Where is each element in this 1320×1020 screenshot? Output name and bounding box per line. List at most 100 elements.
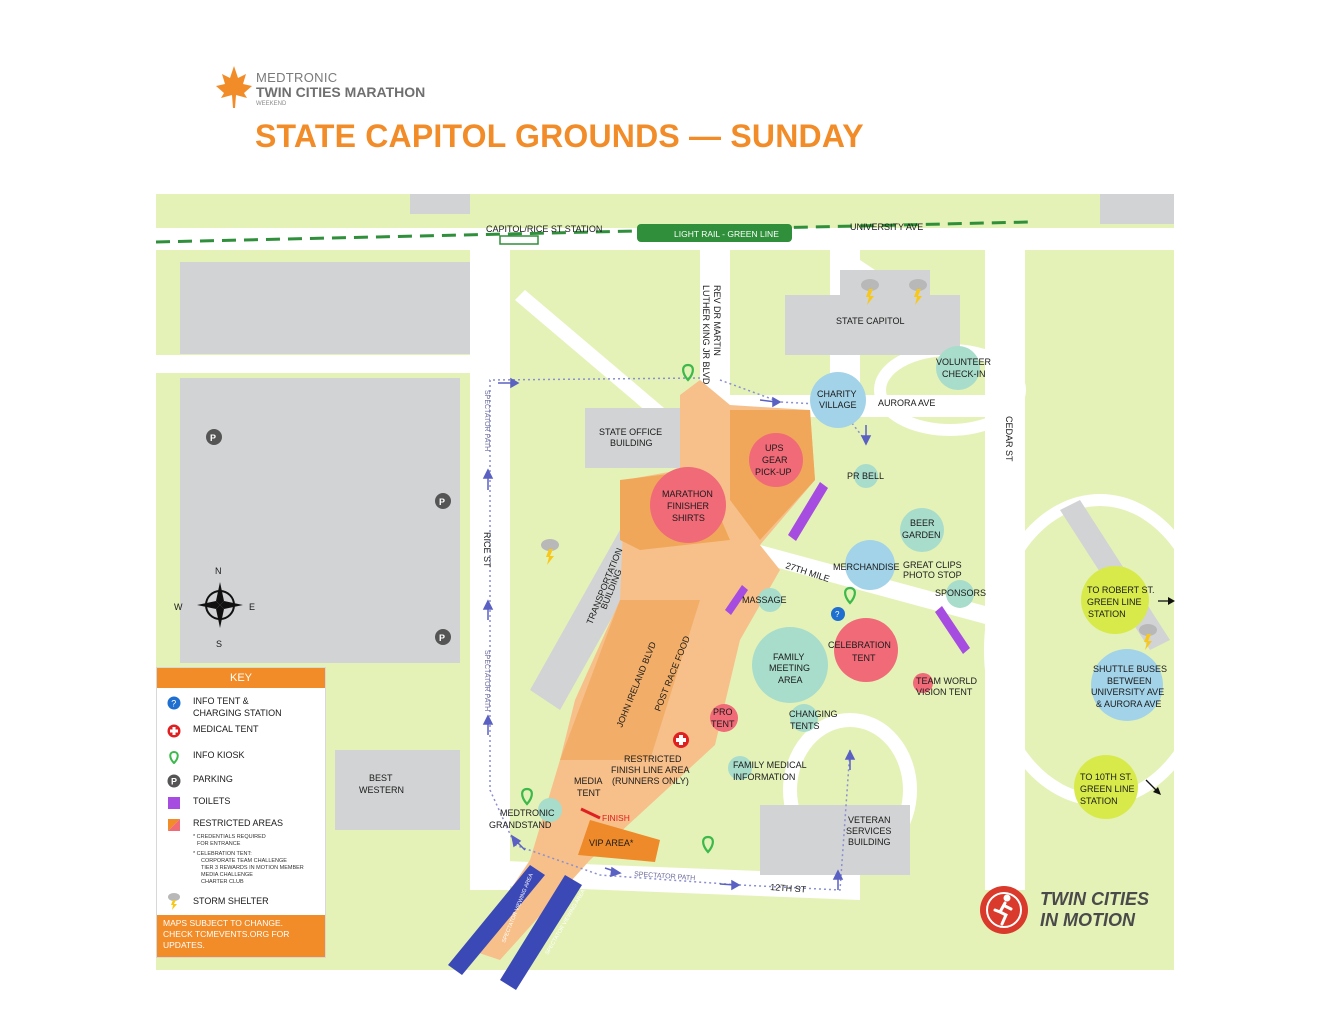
family-label-3: AREA <box>778 675 803 685</box>
info-kiosk-icon <box>682 363 694 382</box>
key-note-6: MEDIA CHALLENGE <box>201 872 253 878</box>
mlk-road <box>700 250 730 410</box>
beer-label-2: GARDEN <box>902 530 941 540</box>
green-line-track <box>155 220 1031 244</box>
best-western-label-2: WESTERN <box>359 785 404 795</box>
storm-shelter-icon <box>1139 624 1157 650</box>
parking-icon <box>435 629 451 645</box>
family-med-label-1: FAMILY MEDICAL <box>733 760 807 770</box>
media-label-2: TENT <box>577 788 601 798</box>
arrow-head <box>772 396 782 408</box>
arrow-head <box>731 879 741 891</box>
logo-line3: WEEKEND <box>256 101 287 107</box>
key-info-tent-label-2: CHARGING STATION <box>193 708 282 718</box>
info-tent-icon <box>831 607 845 621</box>
storm-shelters <box>541 279 1157 650</box>
diagonal-path <box>515 290 690 440</box>
capitol-station-label: CAPITOL/RICE ST STATION <box>486 224 602 234</box>
toilet-marker <box>935 606 970 654</box>
shuttle-label-1: SHUTTLE BUSES <box>1093 664 1167 674</box>
light-rail-badge <box>637 224 792 242</box>
tcm-line1: TWIN CITIES <box>1040 889 1149 909</box>
shuttle-label-2: BETWEEN <box>1107 676 1152 686</box>
info-kiosk-icon <box>844 586 856 605</box>
key-note-7: CHARTER CLUB <box>201 879 244 885</box>
key-note-5: TIER 3 REWARDS IN MOTION MEMBER <box>201 865 304 871</box>
restricted-label-3: (RUNNERS ONLY) <box>612 776 689 786</box>
arrow-head <box>844 749 856 760</box>
spectator-path-line <box>489 377 851 891</box>
parking-letter: P <box>210 433 216 443</box>
media-label-1: MEDIA <box>574 776 603 786</box>
grandstand-label-2: GRANDSTAND <box>489 820 552 830</box>
world-vision-circle <box>913 673 933 693</box>
state-office-building <box>585 408 680 468</box>
mlk-label-2: LUTHER KING JR BLVD <box>701 285 711 385</box>
building-northwest <box>180 262 470 354</box>
parking-letter: P <box>439 633 445 643</box>
best-western-label-1: BEST <box>369 773 393 783</box>
west-road <box>156 355 476 373</box>
family-label-2: MEETING <box>769 663 810 673</box>
finisher-label-3: SHIRTS <box>672 513 705 523</box>
celebration-label-1: CELEBRATION <box>828 640 891 650</box>
charity-label-1: CHARITY <box>817 389 857 399</box>
veteran-label-2: SERVICES <box>846 826 891 836</box>
state-capitol-label: STATE CAPITOL <box>836 316 905 326</box>
arrow-head <box>510 377 520 389</box>
tcm-text: TWIN CITIES IN MOTION <box>1040 889 1149 931</box>
key-parking-label: PARKING <box>193 774 233 784</box>
sponsors-label: SPONSORS <box>935 588 986 598</box>
logo-line1: MEDTRONIC <box>256 70 338 85</box>
compass-east: E <box>249 602 255 612</box>
buildings <box>180 194 1174 875</box>
vip-area <box>578 820 660 862</box>
capitol-building <box>785 295 960 355</box>
info-kiosk-icon <box>702 835 714 854</box>
pro-circle <box>710 704 738 732</box>
beer-label-1: BEER <box>910 518 935 528</box>
ups-label-3: PICK-UP <box>755 467 792 477</box>
ups-circle <box>749 433 803 487</box>
volunteer-circle <box>936 346 980 390</box>
info-kiosk-icon <box>521 787 533 806</box>
maple-leaf-icon <box>216 66 252 108</box>
arrow-head <box>510 834 522 848</box>
vip-label: VIP AREA* <box>589 838 634 848</box>
storm-shelter-icon <box>168 893 180 910</box>
mlk-label-1: REV DR MARTIN <box>712 285 722 356</box>
spectator-viewing-area-2 <box>500 875 582 990</box>
celebration-circle <box>834 618 898 682</box>
sponsors-circle <box>946 580 974 608</box>
key-restricted-label: RESTRICTED AREAS <box>193 818 284 828</box>
capitol-station-marker <box>499 235 539 245</box>
pro-label-2: TENT <box>711 719 735 729</box>
compass-west: W <box>174 602 183 612</box>
transportation-building <box>530 530 650 710</box>
pr-bell-label: PR BELL <box>847 471 884 481</box>
tcm-logo: TWIN CITIES IN MOTION <box>978 884 1178 938</box>
svg-text:?: ? <box>171 699 176 709</box>
parking-icon <box>435 493 451 509</box>
food-area <box>560 600 700 760</box>
merch-label: MERCHANDISE <box>833 562 900 572</box>
storm-shelter-icon <box>541 539 559 565</box>
world-vision-label-2: VISION TENT <box>916 687 973 697</box>
toilet-marker <box>788 482 828 541</box>
celebration-label-2: TENT <box>852 653 876 663</box>
key-medical-label: MEDICAL TENT <box>193 724 259 734</box>
spectator-path-label: SPECTATOR PATH <box>634 871 696 882</box>
charity-label-2: VILLAGE <box>819 400 857 410</box>
family-med-circle <box>728 756 752 780</box>
arrow-head <box>482 468 494 479</box>
toilet-marker <box>725 585 748 615</box>
spectator-path-label: SPECTATOR PATH <box>483 650 490 711</box>
finisher-label-1: MARATHON <box>662 489 713 499</box>
family-label-1: FAMILY <box>773 652 804 662</box>
veteran-services-building <box>760 805 910 875</box>
finish-label: FINISH <box>602 813 630 823</box>
robert-arrow-head <box>1168 597 1175 605</box>
merch-circle <box>845 540 895 590</box>
ups-label-1: UPS <box>765 443 784 453</box>
tenth-label-1: TO 10TH ST. <box>1080 772 1132 782</box>
